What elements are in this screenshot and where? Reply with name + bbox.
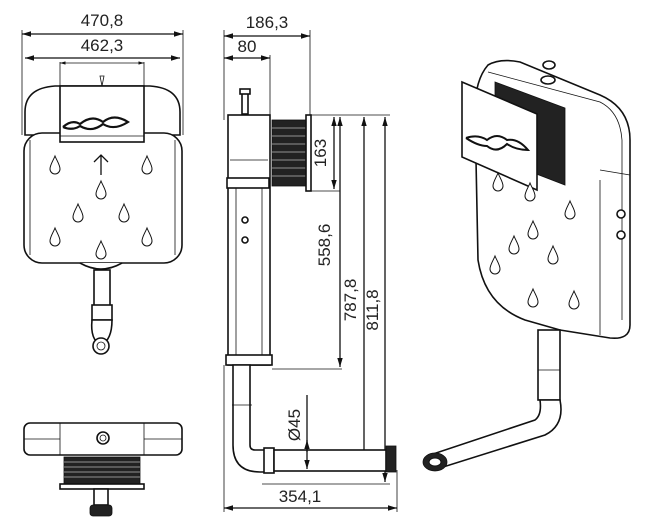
dimension-outlet-height-total: 811,8	[363, 289, 382, 330]
dimension-overall-width: 470,8	[81, 11, 124, 30]
dimension-outlet-height-inner: 787,8	[341, 279, 360, 322]
side-view: 186,3 80 163 558,6	[223, 13, 398, 512]
dimension-inlet-height: 558,6	[315, 224, 334, 267]
top-view	[23, 422, 183, 517]
front-view: 470,8 462,3	[21, 11, 184, 355]
dimension-pipe-diameter: Ø45	[285, 409, 304, 441]
dimension-outlet-length: 354,1	[279, 487, 322, 506]
dimension-panel-height: 163	[311, 139, 330, 167]
logo-icon	[62, 116, 131, 131]
dimension-body-depth: 80	[238, 37, 257, 56]
dimension-body-width: 462,3	[81, 36, 124, 55]
dimension-total-depth: 186,3	[246, 13, 289, 32]
isometric-view	[422, 59, 631, 472]
